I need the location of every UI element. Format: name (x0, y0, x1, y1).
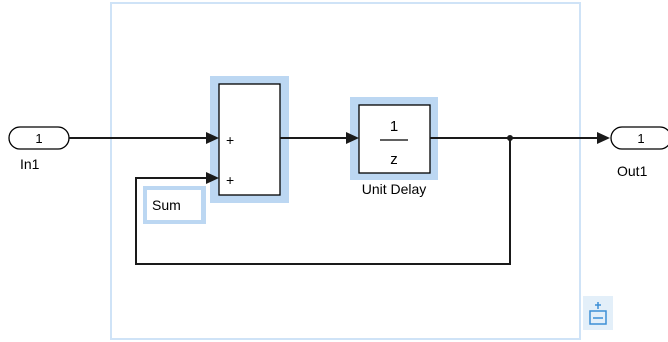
badge-background (583, 296, 613, 330)
outport-out1-shape[interactable] (610, 126, 668, 150)
inport-label: In1 (20, 156, 40, 172)
badge-box (589, 310, 607, 325)
subsystem-selection-frame[interactable] (110, 2, 581, 340)
arrow-sum-input-1 (206, 132, 219, 144)
sum-label: Sum (152, 197, 181, 213)
unit-delay-block[interactable]: 1 z Unit Delay (350, 97, 438, 197)
unit-delay-numerator: 1 (390, 118, 398, 135)
sum-block-body[interactable] (218, 83, 281, 196)
subsystem-badge-icon[interactable] (583, 296, 613, 330)
sum-label-background (147, 190, 201, 220)
sum-label-box[interactable]: Sum (143, 186, 206, 224)
unit-delay-label: Unit Delay (362, 181, 427, 197)
unit-delay-denominator: z (390, 151, 398, 168)
unit-delay-body[interactable] (358, 104, 431, 174)
sum-sign-bottom: + (226, 172, 234, 188)
arrow-delay-input (346, 132, 359, 144)
outport-label: Out1 (617, 163, 648, 179)
inport-number: 1 (35, 131, 42, 146)
sum-block[interactable]: + + (210, 76, 289, 203)
sum-sign-top: + (226, 132, 234, 148)
inport-in1[interactable]: 1 In1 (8, 126, 70, 172)
signal-feedback-loop[interactable] (135, 138, 511, 265)
arrow-outport-input (597, 132, 610, 144)
arrow-sum-input-2 (206, 172, 219, 184)
outport-number: 1 (637, 131, 644, 146)
outport-out1[interactable]: 1 Out1 (610, 126, 668, 179)
